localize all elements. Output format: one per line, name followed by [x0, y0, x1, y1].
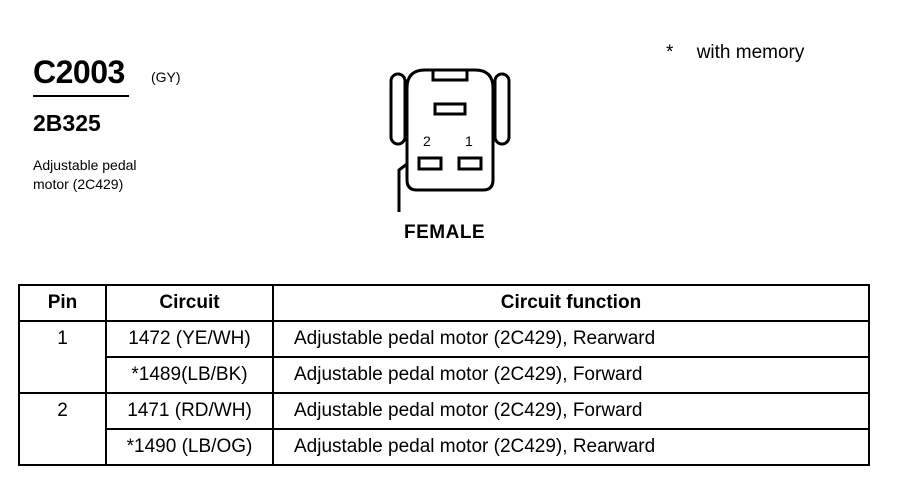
right-latch	[493, 72, 511, 146]
memory-note: * with memory	[666, 42, 804, 64]
connector-color: (GY)	[151, 69, 181, 85]
pinout-table: Pin Circuit Circuit function 1 1472 (YE/…	[18, 284, 870, 466]
function-cell: Adjustable pedal motor (2C429), Forward	[272, 392, 870, 430]
connector-housing	[405, 68, 495, 192]
terminal-cavity-2	[417, 156, 443, 171]
table-header-row: Pin Circuit Circuit function	[18, 284, 870, 322]
column-header-pin: Pin	[18, 284, 107, 322]
top-key	[431, 70, 469, 82]
function-cell: Adjustable pedal motor (2C429), Forward	[272, 356, 870, 394]
memory-note-symbol: *	[666, 42, 674, 63]
function-cell: Adjustable pedal motor (2C429), Rearward	[272, 428, 870, 466]
gender-label: FEMALE	[404, 222, 486, 243]
circuit-cell: *1489(LB/BK)	[105, 356, 274, 394]
circuit-cell: 1471 (RD/WH)	[105, 392, 274, 430]
terminal-cavity-1	[457, 156, 483, 171]
circuit-cell: 1472 (YE/WH)	[105, 320, 274, 358]
pin-cell: 2	[18, 392, 107, 466]
connector-diagram: 2 1	[389, 68, 511, 212]
column-header-function: Circuit function	[272, 284, 870, 322]
part-number: 2B325	[33, 110, 101, 136]
function-cell: Adjustable pedal motor (2C429), Rearward	[272, 320, 870, 358]
memory-note-text: with memory	[696, 42, 805, 63]
table-row: *1490 (LB/OG) Adjustable pedal motor (2C…	[19, 428, 870, 466]
component-description: Adjustable pedal motor (2C429)	[33, 156, 137, 194]
connector-id: C2003	[33, 54, 125, 90]
pin-cell: 1	[18, 320, 107, 394]
pin-label-1: 1	[465, 133, 473, 149]
table-row: 2 1471 (RD/WH) Adjustable pedal motor (2…	[18, 392, 870, 466]
left-latch	[389, 72, 407, 146]
table-row: 1 1472 (YE/WH) Adjustable pedal motor (2…	[18, 320, 870, 394]
wire-tail	[397, 162, 408, 212]
connector-id-underline	[33, 95, 129, 97]
description-line-2: motor (2C429)	[33, 176, 124, 192]
description-line-1: Adjustable pedal	[33, 157, 137, 173]
circuit-cell: *1490 (LB/OG)	[105, 428, 274, 466]
column-header-circuit: Circuit	[105, 284, 274, 322]
table-row: *1489(LB/BK) Adjustable pedal motor (2C4…	[19, 356, 870, 394]
pin-label-2: 2	[423, 133, 431, 149]
keyway-slot	[433, 102, 467, 116]
